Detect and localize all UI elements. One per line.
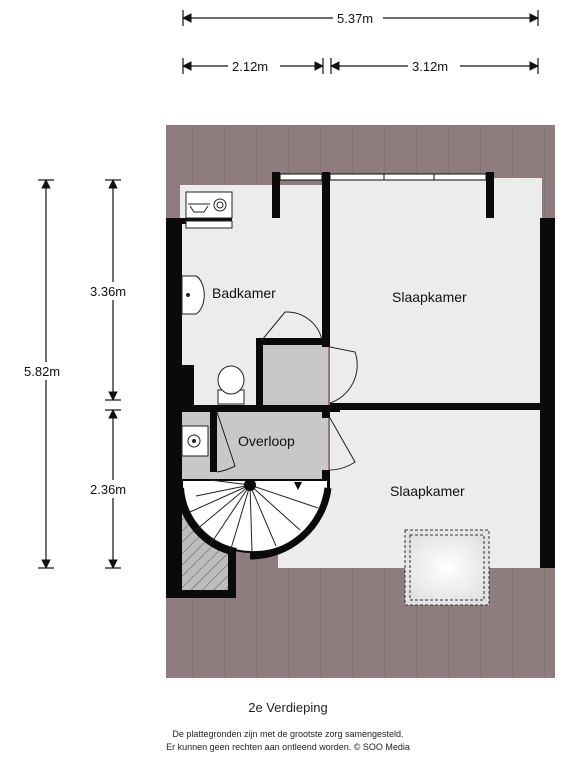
spiral-staircase [176,479,332,560]
walls [166,172,555,598]
floor-title: 2e Verdieping [248,700,328,715]
room-label-overloop: Overloop [238,433,295,449]
dimension-total-height: 5.82m [24,364,60,379]
room-label-slaapkamer-1: Slaapkamer [392,289,467,305]
room-label-slaapkamer-2: Slaapkamer [390,483,465,499]
washing-machine-icon [185,191,233,229]
room-label-badkamer: Badkamer [212,285,276,301]
bedroom-1-floor [330,178,542,408]
toilet-icon [217,365,245,405]
disclaimer-line-1: De plattegronden zijn met de grootste zo… [172,729,404,739]
bathroom-door [261,311,323,341]
dimension-width-left: 2.12m [232,59,268,74]
windows [279,173,487,181]
sink-icon [181,275,205,315]
dimension-height-upper: 3.36m [90,284,126,299]
doors [216,311,358,473]
sink-landing-icon [181,425,209,457]
dimension-total-width: 5.37m [337,11,373,26]
landing-storage-door [216,411,236,473]
bedroom-2-door [329,417,356,471]
skylight [404,529,490,606]
bedroom-1-door [329,346,358,404]
disclaimer-line-2: Er kunnen geen rechten aan ontleend word… [166,742,410,752]
dimension-width-right: 3.12m [412,59,448,74]
dimension-height-lower: 2.36m [90,482,126,497]
